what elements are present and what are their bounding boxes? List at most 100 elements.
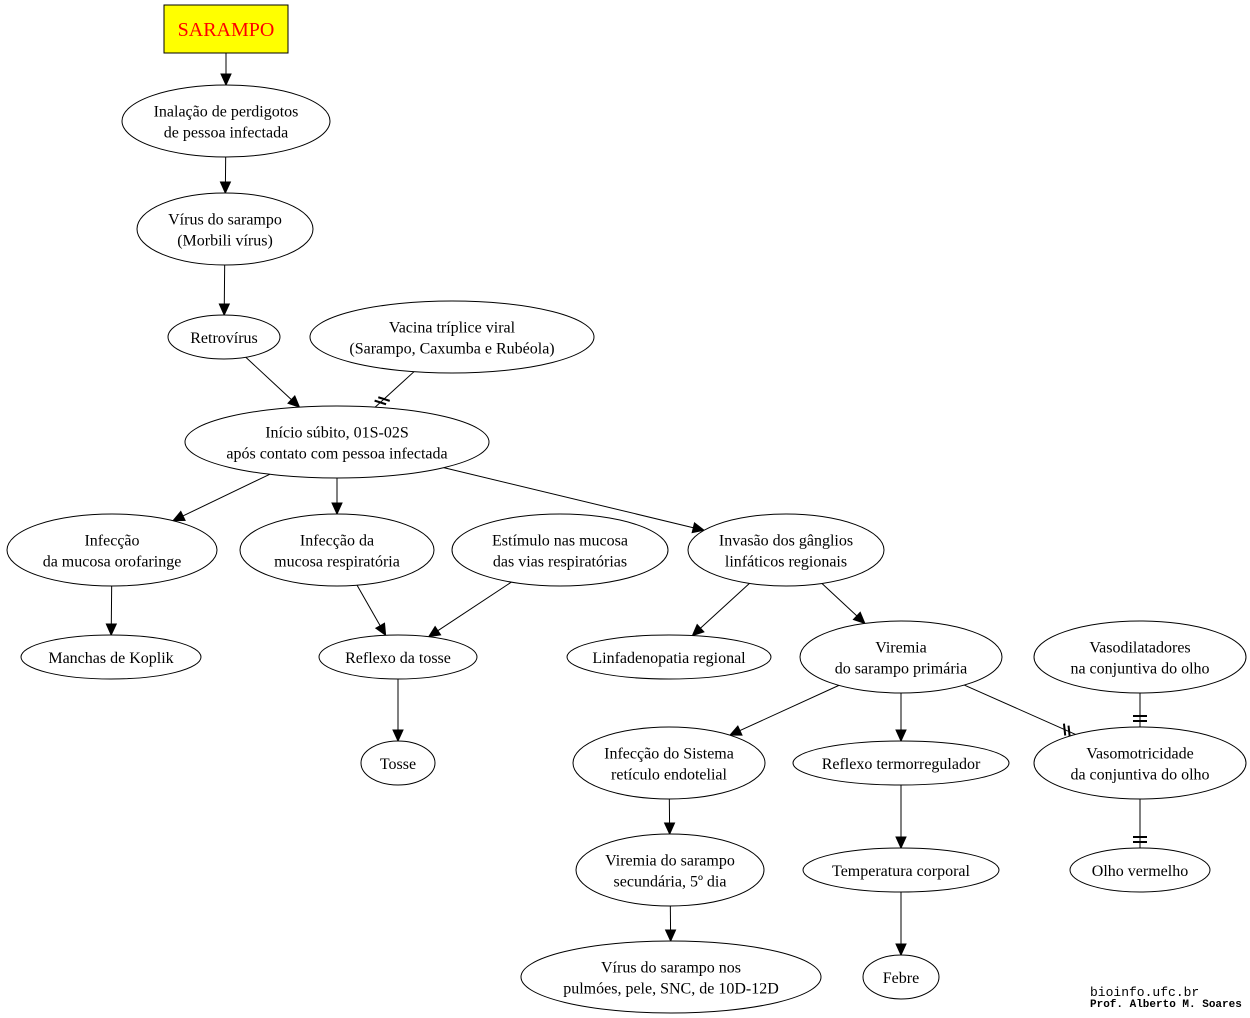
node-ellipse [1069,847,1211,893]
node-vasodilatadores: Vasodilatadores na conjuntiva do olho [1033,620,1247,694]
title-node: SARAMPO [163,4,289,54]
node-label: Linfadenopatia regional [592,650,746,667]
node-label: Reflexo da tosse [345,650,451,667]
node-reflexo-termo: Reflexo termorregulador [792,740,1010,786]
node-virus-pulmoes: Vírus do sarampo nos pulmóes, pele, SNC, … [520,940,822,1014]
node-label: na conjuntiva do olho [1070,661,1209,678]
node-label: da conjuntiva do olho [1070,767,1209,784]
edge-reflexo-termo-to-temperatura [895,785,907,850]
edge-reflexo-tosse-to-tosse [392,679,404,743]
node-label: (Morbili vírus) [177,233,273,250]
node-ellipse [802,847,1000,893]
node-vacina: Vacina tríplice viral (Sarampo, Caxumba e… [309,300,595,374]
node-label: linfáticos regionais [725,554,847,571]
edge-temperatura-to-febre [895,892,907,957]
node-ellipse [167,314,281,360]
node-inf-sistema: Infecção do Sistema retículo endotelial [572,726,766,800]
edge-inicio-to-inf-resp [331,478,343,516]
node-label: pulmóes, pele, SNC, de 10D-12D [563,981,779,998]
node-label: Infecção [84,533,139,550]
node-label: Estímulo nas mucosa [492,533,628,550]
node-ellipse [566,634,772,680]
node-ellipse [6,513,218,587]
title-text: SARAMPO [178,19,275,41]
node-inicio: Início súbito, 01S-02S após contato com p… [184,405,490,479]
node-viremia1: Viremia do sarampo primária [799,620,1003,694]
node-ellipse [572,726,766,800]
node-label: da mucosa orofaringe [43,554,182,571]
edge-retrovirus-to-inicio [245,356,301,408]
edge-vasodilatadores-to-vasomotricidade [1133,693,1147,727]
node-label: Infecção do Sistema [604,746,734,763]
edge-vasomotricidade-to-olho [1133,799,1147,848]
node-label: Viremia [875,640,926,657]
node-vasomotricidade: Vasomotricidade da conjuntiva do olho [1033,726,1247,800]
node-label: de pessoa infectada [164,125,288,142]
node-ellipse [687,513,885,587]
node-label: Vasodilatadores [1089,640,1190,657]
node-ellipse [575,833,765,907]
edge-inalacao-to-virus [219,156,232,195]
node-retrovirus: Retrovírus [167,314,281,360]
node-label: Reflexo termorregulador [822,756,981,773]
edge-vacina-to-inicio [374,371,415,408]
node-linfadenopatia: Linfadenopatia regional [566,634,772,680]
node-ellipse [136,192,314,266]
node-ellipse [1033,726,1247,800]
edge-invasao-to-viremia1 [821,583,866,625]
node-ellipse [20,634,202,680]
credit-site: bioinfo.ufc.br [1090,985,1200,1000]
node-virus: Vírus do sarampo (Morbili vírus) [136,192,314,266]
node-invasao: Invasão dos gânglios linfáticos regionais [687,513,885,587]
node-febre: Febre [862,954,940,1000]
edge-title-to-inalacao [220,53,232,87]
node-viremia2: Viremia do sarampo secundária, 5º dia [575,833,765,907]
edge-inicio-to-invasao [443,467,706,534]
edge-inf-oro-to-koplik [105,585,118,637]
node-temperatura: Temperatura corporal [802,847,1000,893]
node-ellipse [862,954,940,1000]
node-label: Vírus do sarampo [168,212,282,229]
edge-viremia1-to-inf-sistema [728,684,840,736]
title-box [163,4,289,54]
edges-layer [105,53,1147,957]
node-label: Viremia do sarampo [605,853,735,870]
node-label: secundária, 5º dia [614,874,727,891]
node-ellipse [799,620,1003,694]
edge-virus-to-retrovirus [218,264,231,317]
node-label: Retrovírus [190,330,258,347]
node-label: Vasomotricidade [1086,746,1194,763]
node-label: após contato com pessoa infectada [226,446,447,463]
node-reflexo-tosse: Reflexo da tosse [318,634,478,680]
node-label: Manchas de Koplik [48,650,173,667]
edge-inf-sistema-to-viremia2 [663,798,676,836]
node-ellipse [1033,620,1247,694]
edge-inicio-to-inf-oro [171,473,270,522]
node-inf-resp: Infecção da mucosa respiratória [239,513,435,587]
node-label: Olho vermelho [1092,863,1188,880]
node-label: Tosse [380,756,416,773]
node-label: Febre [883,970,919,987]
node-label: Invasão dos gânglios [719,533,853,550]
node-label: (Sarampo, Caxumba e Rubéola) [349,341,554,358]
node-ellipse [318,634,478,680]
node-label: Infecção da [300,533,374,550]
node-label: Início súbito, 01S-02S [265,425,409,442]
edge-viremia1-to-vasomotricidade [964,684,1076,738]
node-ellipse [121,84,331,158]
node-olho: Olho vermelho [1069,847,1211,893]
node-label: retículo endotelial [611,767,728,784]
node-ellipse [309,300,595,374]
node-label: mucosa respiratória [274,554,400,571]
edge-viremia2-to-virus-pulmoes [664,905,677,943]
node-ellipse [792,740,1010,786]
node-ellipse [184,405,490,479]
node-tosse: Tosse [360,740,436,786]
edge-inf-resp-to-reflexo-tosse [356,584,387,637]
node-label: Vacina tríplice viral [389,320,516,337]
node-label: Vírus do sarampo nos [601,960,741,977]
node-label: do sarampo primária [835,661,967,678]
